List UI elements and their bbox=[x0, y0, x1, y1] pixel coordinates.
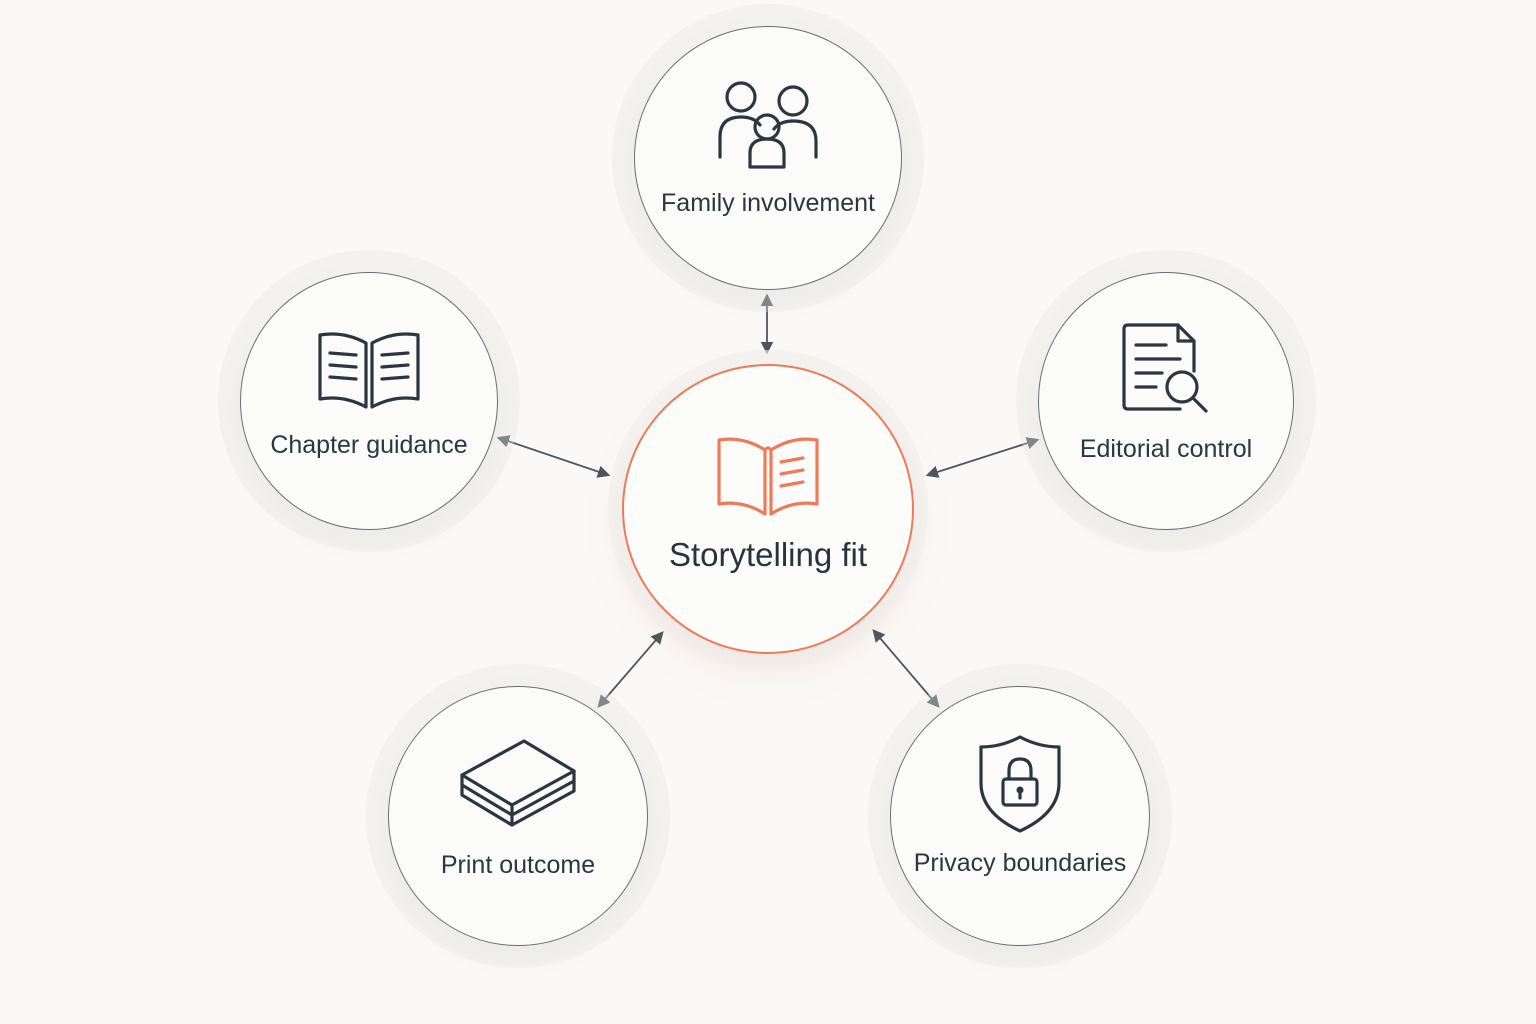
document-search-icon bbox=[1122, 323, 1208, 413]
node-privacy-boundaries: Privacy boundaries bbox=[890, 686, 1150, 946]
node-label: Chapter guidance bbox=[270, 431, 468, 459]
family-icon bbox=[718, 81, 818, 169]
node-label: Print outcome bbox=[440, 851, 596, 879]
shield-lock-icon bbox=[979, 735, 1061, 833]
connector-chapter bbox=[496, 435, 611, 478]
connector-editorial bbox=[925, 437, 1040, 478]
node-label: Family involvement bbox=[661, 189, 875, 217]
stacked-books-icon bbox=[460, 739, 576, 827]
node-family-involvement: Family involvement bbox=[634, 26, 902, 290]
node-print-outcome: Print outcome bbox=[388, 686, 648, 946]
node-label: Editorial control bbox=[1079, 435, 1253, 463]
node-chapter-guidance: Chapter guidance bbox=[240, 272, 498, 530]
connector-print bbox=[597, 631, 664, 708]
node-editorial-control: Editorial control bbox=[1038, 272, 1294, 530]
center-node-label: Storytelling fit bbox=[668, 536, 868, 573]
open-book-icon bbox=[318, 332, 420, 409]
open-book-icon bbox=[717, 437, 819, 516]
node-label: Privacy boundaries bbox=[913, 849, 1127, 877]
connector-privacy bbox=[872, 629, 940, 708]
center-node-storytelling-fit: Storytelling fit bbox=[622, 364, 914, 654]
